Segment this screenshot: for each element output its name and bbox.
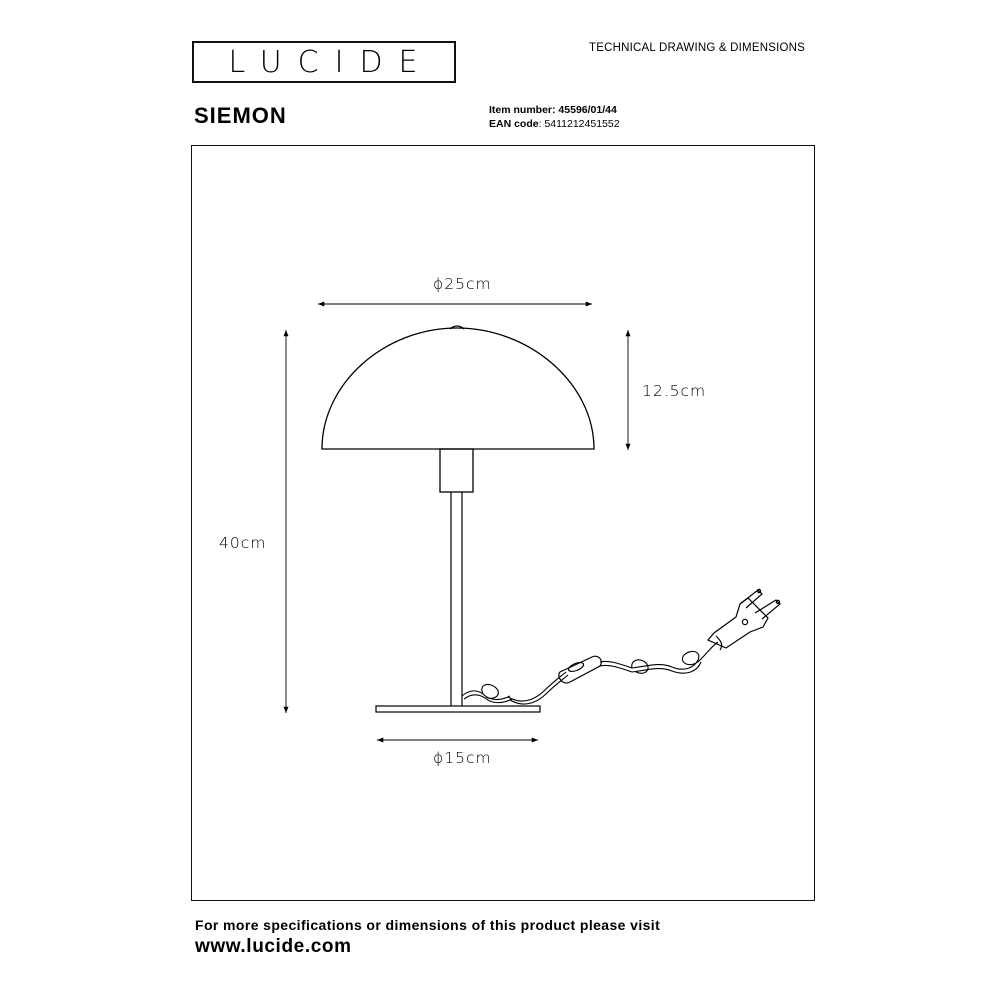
brand-logo-text: LUCIDE <box>228 44 434 80</box>
item-number: Item number: 45596/01/44 <box>489 104 617 116</box>
item-number-value: : 45596/01/44 <box>552 104 617 116</box>
item-number-label: Item number <box>489 104 553 116</box>
power-plug <box>707 588 781 651</box>
ean-code-value: : 5411212451552 <box>538 118 620 130</box>
drawing-frame <box>191 145 815 901</box>
shade-diameter-label: ϕ25cm <box>433 275 492 293</box>
power-cable <box>461 641 719 705</box>
lamp-shade <box>321 325 595 450</box>
shade-height-label: 12.5cm <box>642 382 707 400</box>
lamp-socket <box>439 448 474 493</box>
base-diameter-label: ϕ15cm <box>433 749 492 767</box>
cable-switch <box>558 655 602 684</box>
footer-url[interactable]: www.lucide.com <box>195 936 352 957</box>
total-height-label: 40cm <box>219 534 267 552</box>
footer-note: For more specifications or dimensions of… <box>195 917 661 933</box>
lamp-stem <box>450 492 463 706</box>
ean-code: EAN code: 5411212451552 <box>489 118 620 130</box>
ean-code-label: EAN code <box>489 118 539 130</box>
lamp-base <box>375 705 541 713</box>
document-title: TECHNICAL DRAWING & DIMENSIONS <box>589 42 805 54</box>
brand-logo: LUCIDE <box>192 41 456 83</box>
product-name: SIEMON <box>194 103 287 128</box>
